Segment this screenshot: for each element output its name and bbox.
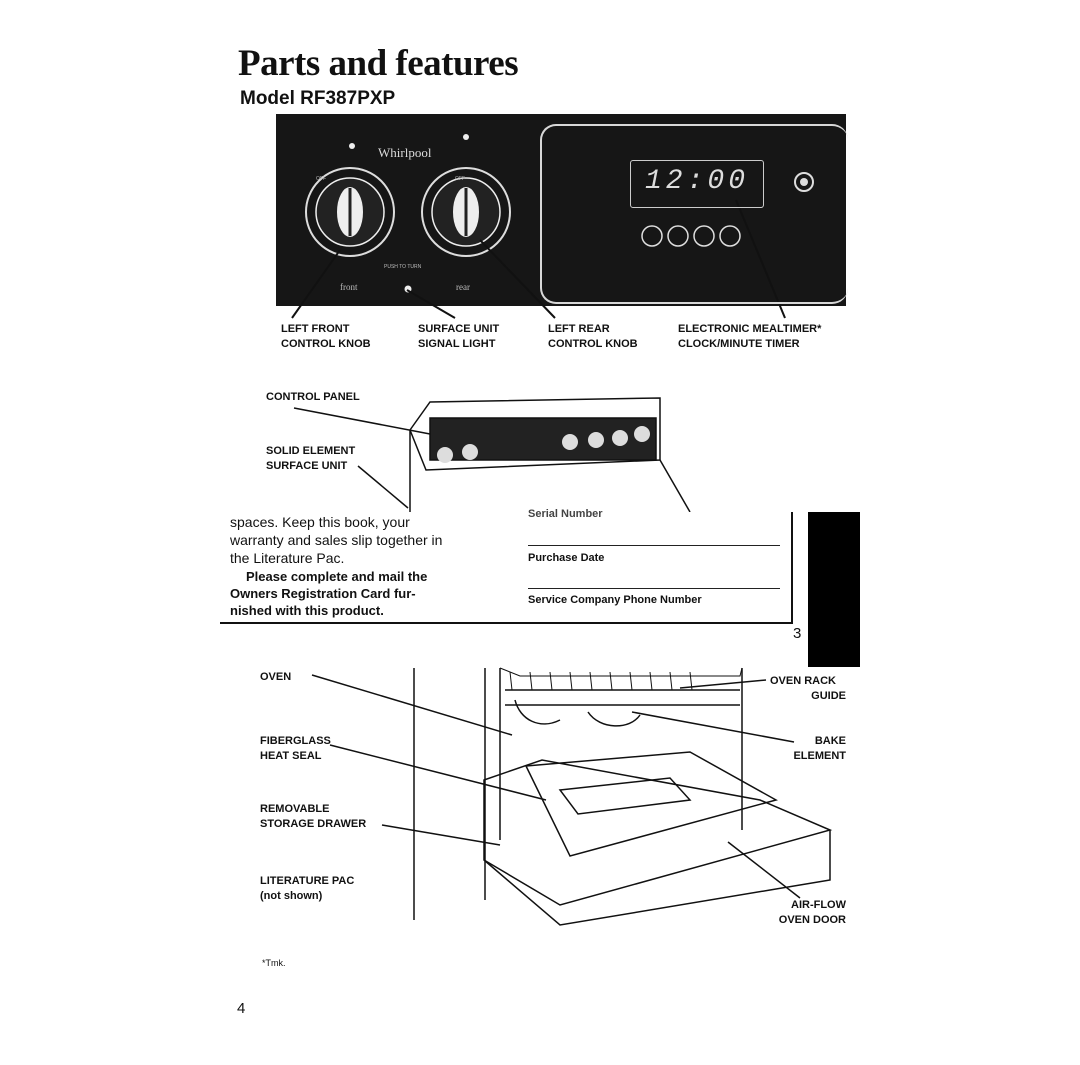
serial-rule (528, 545, 780, 546)
overlay-bold-text-2: Owners Registration Card fur- nished wit… (230, 586, 416, 618)
clock-display: 12:00 (630, 160, 764, 208)
registration-overlay (220, 512, 793, 624)
label-electronic-timer: ELECTRONIC MEALTIMER*CLOCK/MINUTE TIMER (678, 323, 822, 350)
field-purchase-date: Purchase Date (528, 552, 605, 564)
clock-display-frame (540, 124, 848, 304)
label-control-panel: CONTROL PANEL (266, 391, 360, 403)
rear-label: rear (456, 282, 470, 292)
page-number-right: 3 (793, 625, 802, 642)
label-literature-pac: LITERATURE PAC(not shown) (260, 875, 355, 902)
field-service-phone: Service Company Phone Number (528, 594, 702, 606)
knob-marking-off: OFF (316, 176, 326, 182)
label-oven: OVEN (260, 671, 292, 683)
front-label: front (340, 282, 358, 292)
overlay-text: spaces. Keep this book, your warranty an… (230, 514, 443, 566)
push-to-turn-text: PUSH TO TURN (384, 264, 422, 270)
page-title: Parts and features (238, 43, 519, 84)
overlay-bold-text: Please complete and mail the (246, 569, 428, 584)
black-tab-marker (808, 512, 860, 667)
field-serial-number: Serial Number (528, 508, 603, 518)
brand-logo: Whirlpool (378, 145, 432, 160)
page-number: 4 (237, 1000, 246, 1017)
footnote: *Tmk. (262, 958, 286, 968)
model-subtitle: Model RF387PXP (240, 88, 396, 109)
knob-marking-off-2: OFF (455, 176, 465, 182)
purchase-rule (528, 588, 780, 589)
